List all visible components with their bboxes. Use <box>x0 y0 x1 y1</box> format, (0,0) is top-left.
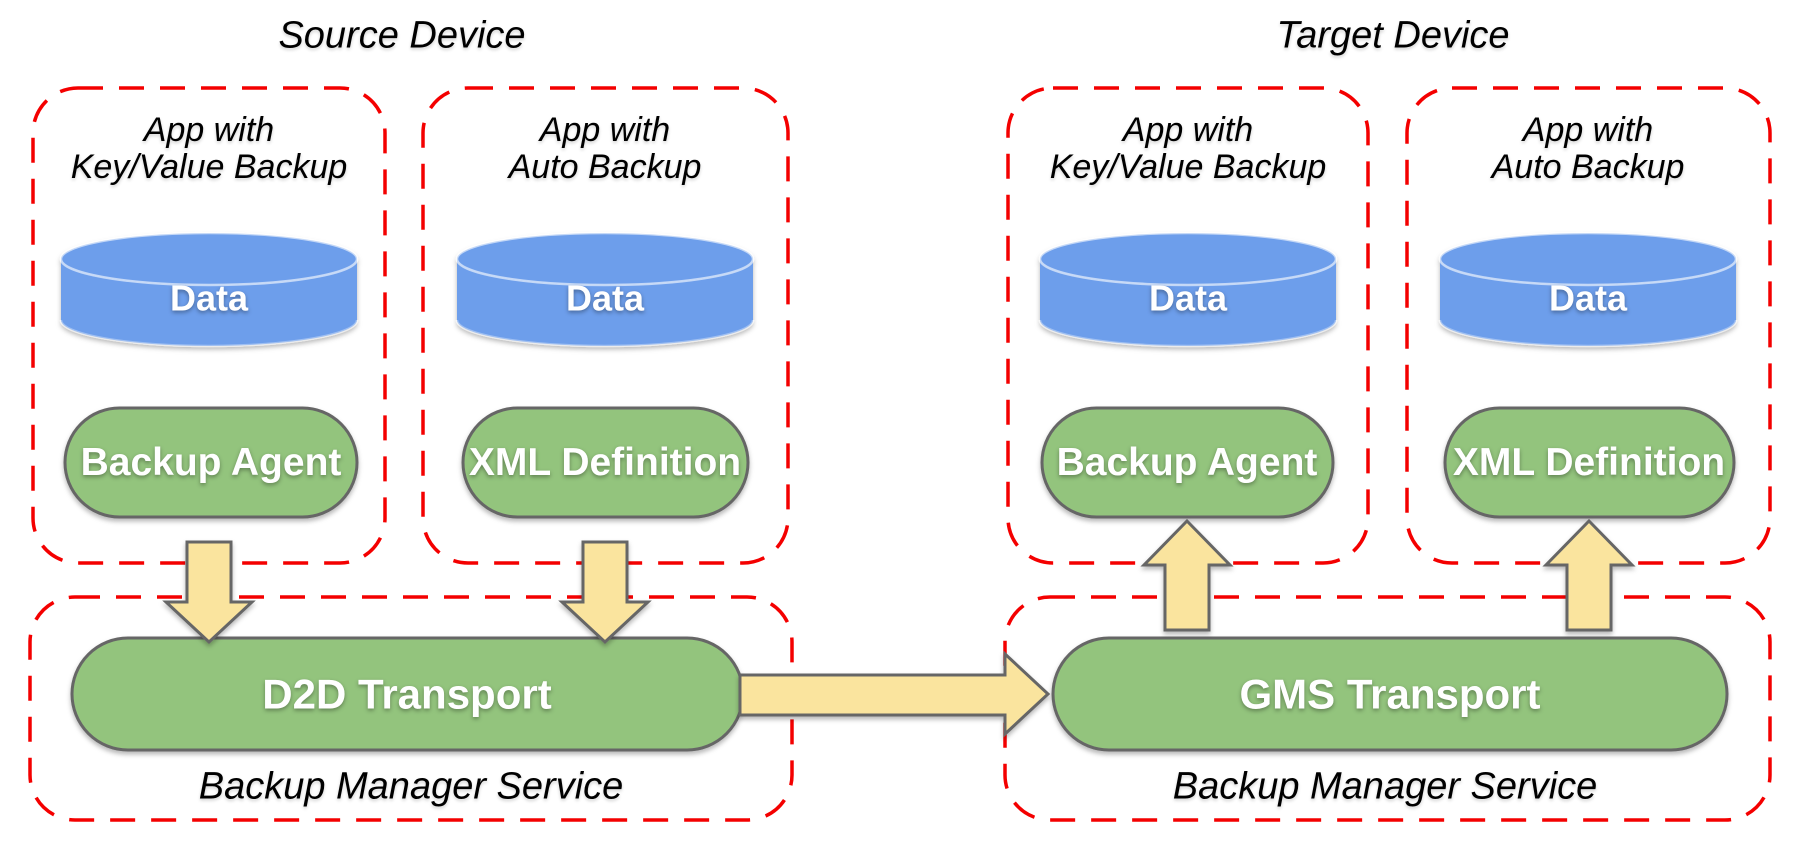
source-kv-data-label: Data <box>169 277 249 319</box>
target-auto-data-cylinder <box>1438 231 1738 348</box>
source-backup-manager-service-box <box>28 595 794 822</box>
gms-transport-label: GMS Transport <box>1239 670 1541 718</box>
target-app-kv-label-line2: Key/Value Backup <box>1049 148 1327 186</box>
target-auto-data-label: Data <box>1548 277 1628 319</box>
target-kv-data-label: Data <box>1148 277 1228 319</box>
target-app-kv-box <box>1006 86 1370 565</box>
down-arrow-icon <box>558 540 652 645</box>
target-app-kv-label-line1: App with <box>1122 111 1254 149</box>
source-app-kv-label-line2: Key/Value Backup <box>70 148 348 186</box>
target-backup-manager-service-label: Backup Manager Service <box>1172 765 1598 808</box>
source-app-auto-label-line1: App with <box>539 111 671 149</box>
source-backup-manager-service-label: Backup Manager Service <box>198 765 624 808</box>
source-auto-data-cylinder <box>455 231 755 348</box>
target-kv-data-cylinder <box>1038 231 1338 348</box>
target-xml-definition-pill <box>1443 406 1736 519</box>
target-app-auto-label-line2: Auto Backup <box>1491 148 1685 186</box>
target-backup-agent-label: Backup Agent <box>1056 440 1318 484</box>
up-arrow-icon <box>1542 518 1636 632</box>
target-xml-definition-label: XML Definition <box>1452 440 1726 484</box>
source-kv-data-cylinder <box>59 231 359 348</box>
source-app-auto-label: App with Auto Backup <box>509 112 702 186</box>
target-app-auto-box <box>1405 86 1772 565</box>
gms-transport-pill <box>1051 636 1729 752</box>
right-arrow-icon <box>738 650 1051 738</box>
source-device-title: Source Device <box>278 14 526 57</box>
up-arrow-icon <box>1140 518 1234 632</box>
target-backup-agent-pill <box>1040 406 1335 519</box>
source-auto-data-label: Data <box>565 277 645 319</box>
source-app-auto-label-line2: Auto Backup <box>508 148 702 186</box>
source-app-auto-box <box>421 86 790 565</box>
source-xml-definition-label: XML Definition <box>468 440 742 484</box>
target-app-auto-label-line1: App with <box>1522 111 1654 149</box>
target-app-kv-label: App with Key/Value Backup <box>1050 112 1327 186</box>
target-device-title: Target Device <box>1276 14 1510 57</box>
source-app-kv-label: App with Key/Value Backup <box>71 112 348 186</box>
d2d-transport-label: D2D Transport <box>262 670 552 718</box>
source-backup-agent-pill <box>63 406 359 519</box>
source-app-kv-label-line1: App with <box>143 111 275 149</box>
target-app-auto-label: App with Auto Backup <box>1492 112 1685 186</box>
source-xml-definition-pill <box>461 406 750 519</box>
down-arrow-icon <box>162 540 256 645</box>
target-backup-manager-service-box <box>1003 595 1772 822</box>
source-backup-agent-label: Backup Agent <box>80 440 342 484</box>
